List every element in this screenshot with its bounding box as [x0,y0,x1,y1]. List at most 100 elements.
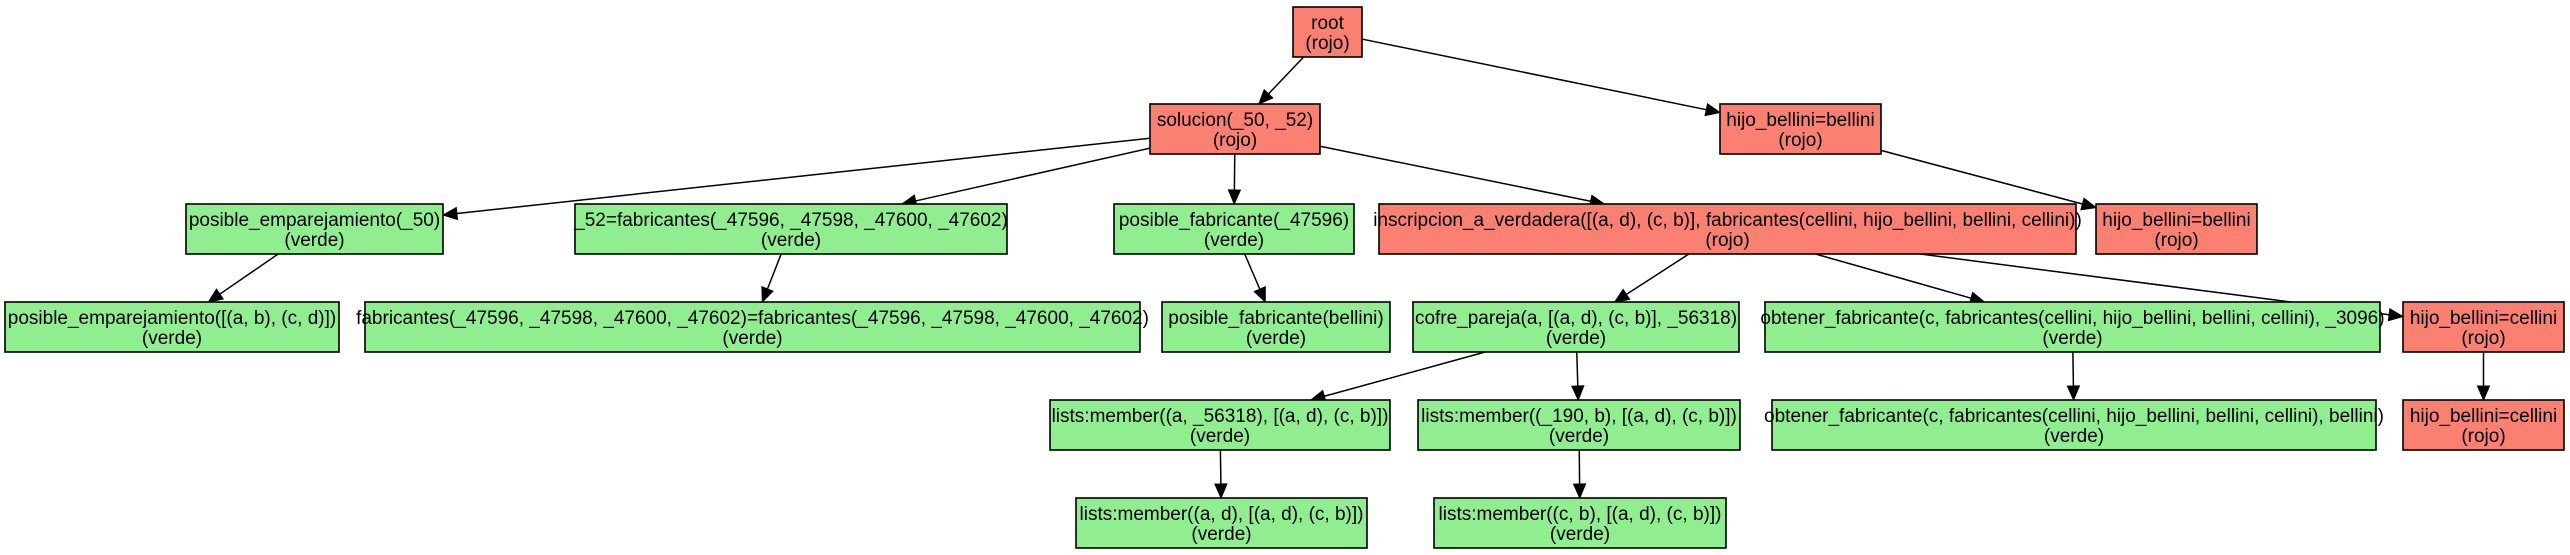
edge-line [1576,351,1579,387]
node-status: (verde) [1190,426,1250,447]
node-box [574,203,1008,255]
node-status: (rojo) [1705,230,1749,251]
node-status: (verde) [2044,426,2104,447]
node-box [1412,301,1740,353]
arrowhead-icon [1571,385,1585,402]
edge-line [1361,38,1707,111]
edge-iv-to-cp [1613,253,1690,303]
node-status: (verde) [1546,328,1606,349]
node-of2: obtener_fabricante(c, fabricantes(cellin… [1764,399,2384,451]
arrowhead-icon [2387,307,2405,322]
node-box [1149,103,1321,155]
node-box [1719,103,1882,155]
edge-line [1625,253,1690,296]
node-label: lists:member((a, _56318), [(a, d), (c, b… [1052,406,1389,427]
arrowhead-icon [441,206,459,221]
node-label: hijo_bellini=bellini [2102,210,2250,231]
node-box [1771,399,2377,451]
node-box [1433,497,1727,549]
node-label: fabricantes(_47596, _47598, _47600, _476… [356,308,1149,329]
node-label: hijo_bellini=cellini [2410,406,2557,427]
node-box [2402,301,2565,353]
node-fab52: _52=fabricantes(_47596, _47598, _47600, … [573,203,1008,255]
edge-line [1219,449,1222,485]
edge-line [1267,56,1305,95]
arrowhead-icon [2080,197,2098,211]
node-label: _52=fabricantes(_47596, _47598, _47600, … [573,210,1008,231]
edge-line [1324,351,1486,398]
edge-lm1-to-lm3 [1214,449,1228,500]
node-label: inscripcion_a_verdadera([(a, d), (c, b)]… [1373,210,2082,231]
arrowhead-icon [207,288,225,303]
node-label: posible_fabricante(_47596) [1119,210,1349,231]
node-box [1161,301,1391,353]
edge-line [766,253,782,290]
node-status: (verde) [2042,328,2102,349]
node-box [1292,6,1363,58]
node-box [1378,203,2077,255]
node-status: (verde) [1204,230,1264,251]
arrowhead-icon [1613,288,1631,303]
node-label: cofre_pareja(a, [(a, d), (c, b)], _56318… [1415,308,1737,329]
node-label: obtener_fabricante(c, fabricantes(cellin… [1764,406,2384,427]
edge-iv-to-of [1815,253,1986,305]
node-box [4,301,340,353]
node-status: (verde) [142,328,202,349]
edge-root-to-hb1 [1361,38,1722,117]
node-iv: inscripcion_a_verdadera([(a, d), (c, b)]… [1373,203,2082,255]
node-status: (verde) [1246,328,1306,349]
node-box [1113,203,1355,255]
edge-line [1880,149,2083,205]
node-status: (rojo) [1213,130,1257,151]
edge-cp-to-lm1 [1309,351,1486,403]
edge-lm2-to-lm4 [1572,449,1587,500]
node-label: solucion(_50, _52) [1157,110,1313,131]
node-label: posible_emparejamiento([(a, b), (c, d)]) [8,308,336,329]
edge-hb1-to-hb2 [1880,149,2098,211]
node-label: lists:member((a, d), [(a, d), (c, b)]) [1080,504,1364,525]
edge-line [456,137,1151,215]
arrowhead-icon [1257,88,1274,105]
node-box [1049,399,1391,451]
arrowhead-icon [1227,189,1242,206]
node-status: (verde) [1549,426,1609,447]
edge-pe-to-pe2 [207,253,279,303]
node-box [364,301,1141,353]
node-status: (verde) [1191,524,1251,545]
node-root: root(rojo) [1292,6,1363,58]
node-pe: posible_emparejamiento(_50)(verde) [185,203,444,255]
node-label: obtener_fabricante(c, fabricantes(cellin… [1760,308,2384,329]
node-lm4: lists:member((c, b), [(a, d), (c, b)])(v… [1433,497,1727,549]
node-status: (verde) [722,328,782,349]
node-label: root [1311,13,1344,34]
edge-of-to-of2 [2066,351,2081,402]
node-lm3: lists:member((a, d), [(a, d), (c, b)])(v… [1075,497,1368,549]
node-pe2: posible_emparejamiento([(a, b), (c, d)])… [4,301,340,353]
node-status: (rojo) [2154,230,2198,251]
node-label: hijo_bellini=bellini [1726,110,1874,131]
edge-line [219,253,279,295]
node-lm1: lists:member((a, _56318), [(a, d), (c, b… [1049,399,1391,451]
edge-pf-to-pfb [1244,253,1266,304]
node-fabeq: fabricantes(_47596, _47598, _47600, _476… [356,301,1149,353]
node-pfb: posible_fabricante(bellini)(verde) [1161,301,1391,353]
node-box [2402,399,2565,451]
node-box [1764,301,2381,353]
node-hb1: hijo_bellini=bellini(rojo) [1719,103,1882,155]
edge-sol-to-pf [1227,153,1242,206]
node-status: (rojo) [2461,328,2505,349]
node-of: obtener_fabricante(c, fabricantes(cellin… [1760,301,2385,353]
node-label: lists:member((c, b), [(a, d), (c, b)]) [1439,504,1722,525]
node-cp: cofre_pareja(a, [(a, d), (c, b)], _56318… [1412,301,1740,353]
arrowhead-icon [761,286,774,304]
arrowhead-icon [2066,385,2081,402]
arrowhead-icon [1214,483,1228,500]
arrowhead-icon [1704,102,1722,117]
edge-line [1319,145,1591,202]
node-label: hijo_bellini=cellini [2410,308,2557,329]
node-status: (rojo) [2461,426,2505,447]
node-box [1417,399,1741,451]
edge-sol-to-iv [1319,145,1606,208]
node-pf: posible_fabricante(_47596)(verde) [1113,203,1355,255]
